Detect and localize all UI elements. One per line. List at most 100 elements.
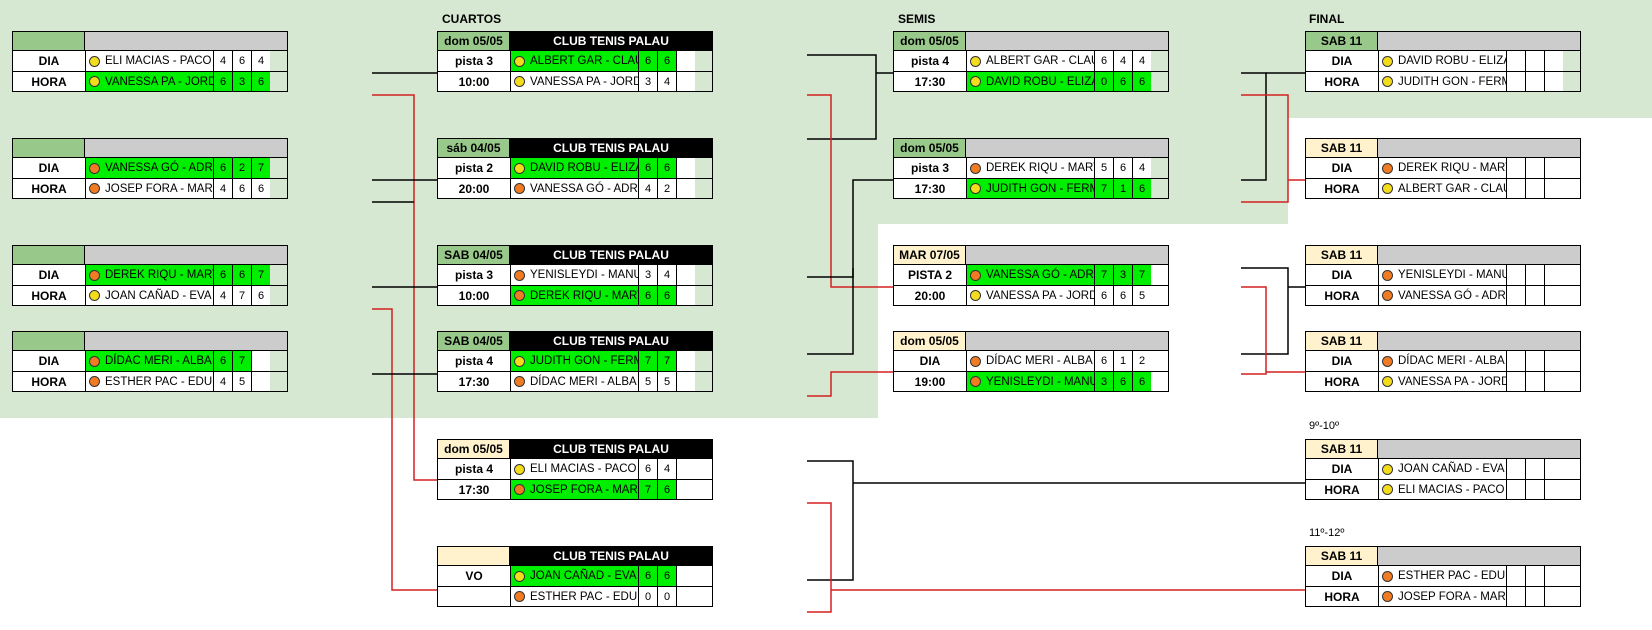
set-score: 1: [1114, 179, 1133, 198]
match-club: [1378, 138, 1581, 158]
team-cell: DÍDAC MERI - ALBA PACHE: [1379, 351, 1507, 371]
set-score: [677, 566, 695, 586]
set-score: [1526, 158, 1545, 178]
match-club: [85, 245, 288, 265]
match-club: CLUB TENIS PALAU: [510, 439, 713, 459]
header-semis: SEMIS: [898, 12, 936, 26]
set-score: [1507, 587, 1526, 606]
set-score: [1526, 566, 1545, 586]
set-score: [677, 587, 695, 606]
team-name: VANESSA PA - JORDI MIRO: [986, 289, 1094, 302]
set-score: [677, 158, 695, 178]
set-score: 6: [233, 179, 252, 198]
match-row: ESTHER PAC - EDU PUERTA00: [438, 586, 712, 606]
set-score: 0: [1095, 72, 1114, 91]
team-cell: DEREK RIQU - MARTA GIME: [86, 265, 214, 285]
match-day-label: pista 2: [438, 158, 511, 178]
set-score: [252, 351, 270, 371]
team-name: ESTHER PAC - EDU PUERTA: [105, 375, 213, 388]
match-time-label: HORA: [1306, 480, 1379, 499]
team-cell: DAVID ROBU - ELIZABETH: [511, 158, 639, 178]
header-places-11-12: 11º-12º: [1309, 527, 1345, 539]
match-club: [1378, 331, 1581, 351]
match-day-label: pista 4: [438, 459, 511, 479]
set-score: [1545, 286, 1563, 305]
team-cell: JOSEP FORA - MARY HELEN: [86, 179, 214, 198]
set-score: [1545, 480, 1563, 499]
set-score: [677, 265, 695, 285]
match-date: SAB 11: [1305, 331, 1378, 351]
orange-ball-icon: [1382, 269, 1393, 281]
team-cell: JUDITH GON - FERMÍN CAM: [1379, 72, 1507, 91]
team-name: VANESSA PA - JORDI MIRO: [530, 75, 638, 88]
set-score: 4: [214, 372, 233, 391]
orange-ball-icon: [970, 355, 981, 367]
set-score: 5: [1095, 158, 1114, 178]
team-cell: JOSEP FORA - MARY HELEN: [511, 480, 639, 499]
set-score: [1545, 566, 1563, 586]
match-club: [966, 31, 1169, 51]
match-time-label: HORA: [13, 286, 86, 305]
team-name: ELI MACIAS - PACO LIÉBA: [530, 463, 638, 475]
team-cell: JUDITH GON - FERMÍN CAM: [967, 179, 1095, 198]
match-time-label: 19:00: [894, 372, 967, 391]
yellow-ball-icon: [970, 55, 981, 67]
set-score: 6: [639, 51, 658, 71]
set-score: 3: [233, 72, 252, 91]
team-cell: DEREK RIQU - MARTA GIME: [967, 158, 1095, 178]
yellow-ball-icon: [1382, 484, 1393, 495]
match-date: SAB 11: [1305, 31, 1378, 51]
match-date: dom 05/05: [893, 31, 966, 51]
set-score: 6: [1095, 351, 1114, 371]
team-cell: VANESSA GÓ - ADRIA PARE: [967, 265, 1095, 285]
set-score: 6: [639, 566, 658, 586]
connector-red: [807, 94, 893, 288]
team-name: DÍDAC MERI - ALBA PACHE: [1398, 355, 1506, 367]
set-score: 6: [658, 480, 677, 499]
team-name: JUDITH GON - FERMÍN CAM: [530, 355, 638, 367]
connector-red: [372, 308, 437, 591]
match-day-label: DIA: [1306, 51, 1379, 71]
yellow-ball-icon: [514, 76, 525, 87]
yellow-ball-icon: [514, 162, 525, 174]
set-score: [1507, 372, 1526, 391]
set-score: [1526, 587, 1545, 606]
team-cell: DAVID ROBU - ELIZABETH: [1379, 51, 1507, 71]
yellow-ball-icon: [514, 355, 525, 367]
set-score: 6: [658, 158, 677, 178]
set-score: [1545, 51, 1563, 71]
match-club: [1378, 546, 1581, 566]
set-score: 7: [233, 286, 252, 305]
set-score: 6: [1114, 286, 1133, 305]
match-club: [85, 138, 288, 158]
set-score: 6: [252, 179, 270, 198]
team-cell: VANESSA GÓ - ADRIA PARE: [86, 158, 214, 178]
set-score: [1545, 372, 1563, 391]
set-score: [1507, 158, 1526, 178]
set-score: 6: [1133, 372, 1151, 391]
team-name: JOSEP FORA - MARY HELEN: [105, 182, 213, 195]
orange-ball-icon: [89, 355, 100, 367]
team-cell: VANESSA PA - JORDI MIRO: [86, 72, 214, 91]
match-time-label: 20:00: [894, 286, 967, 305]
set-score: [1526, 459, 1545, 479]
match-time-label: HORA: [1306, 286, 1379, 305]
match-date: SAB 04/05: [437, 331, 510, 351]
set-score: 6: [233, 265, 252, 285]
team-cell: DÍDAC MERI - ALBA PACHE: [511, 372, 639, 391]
